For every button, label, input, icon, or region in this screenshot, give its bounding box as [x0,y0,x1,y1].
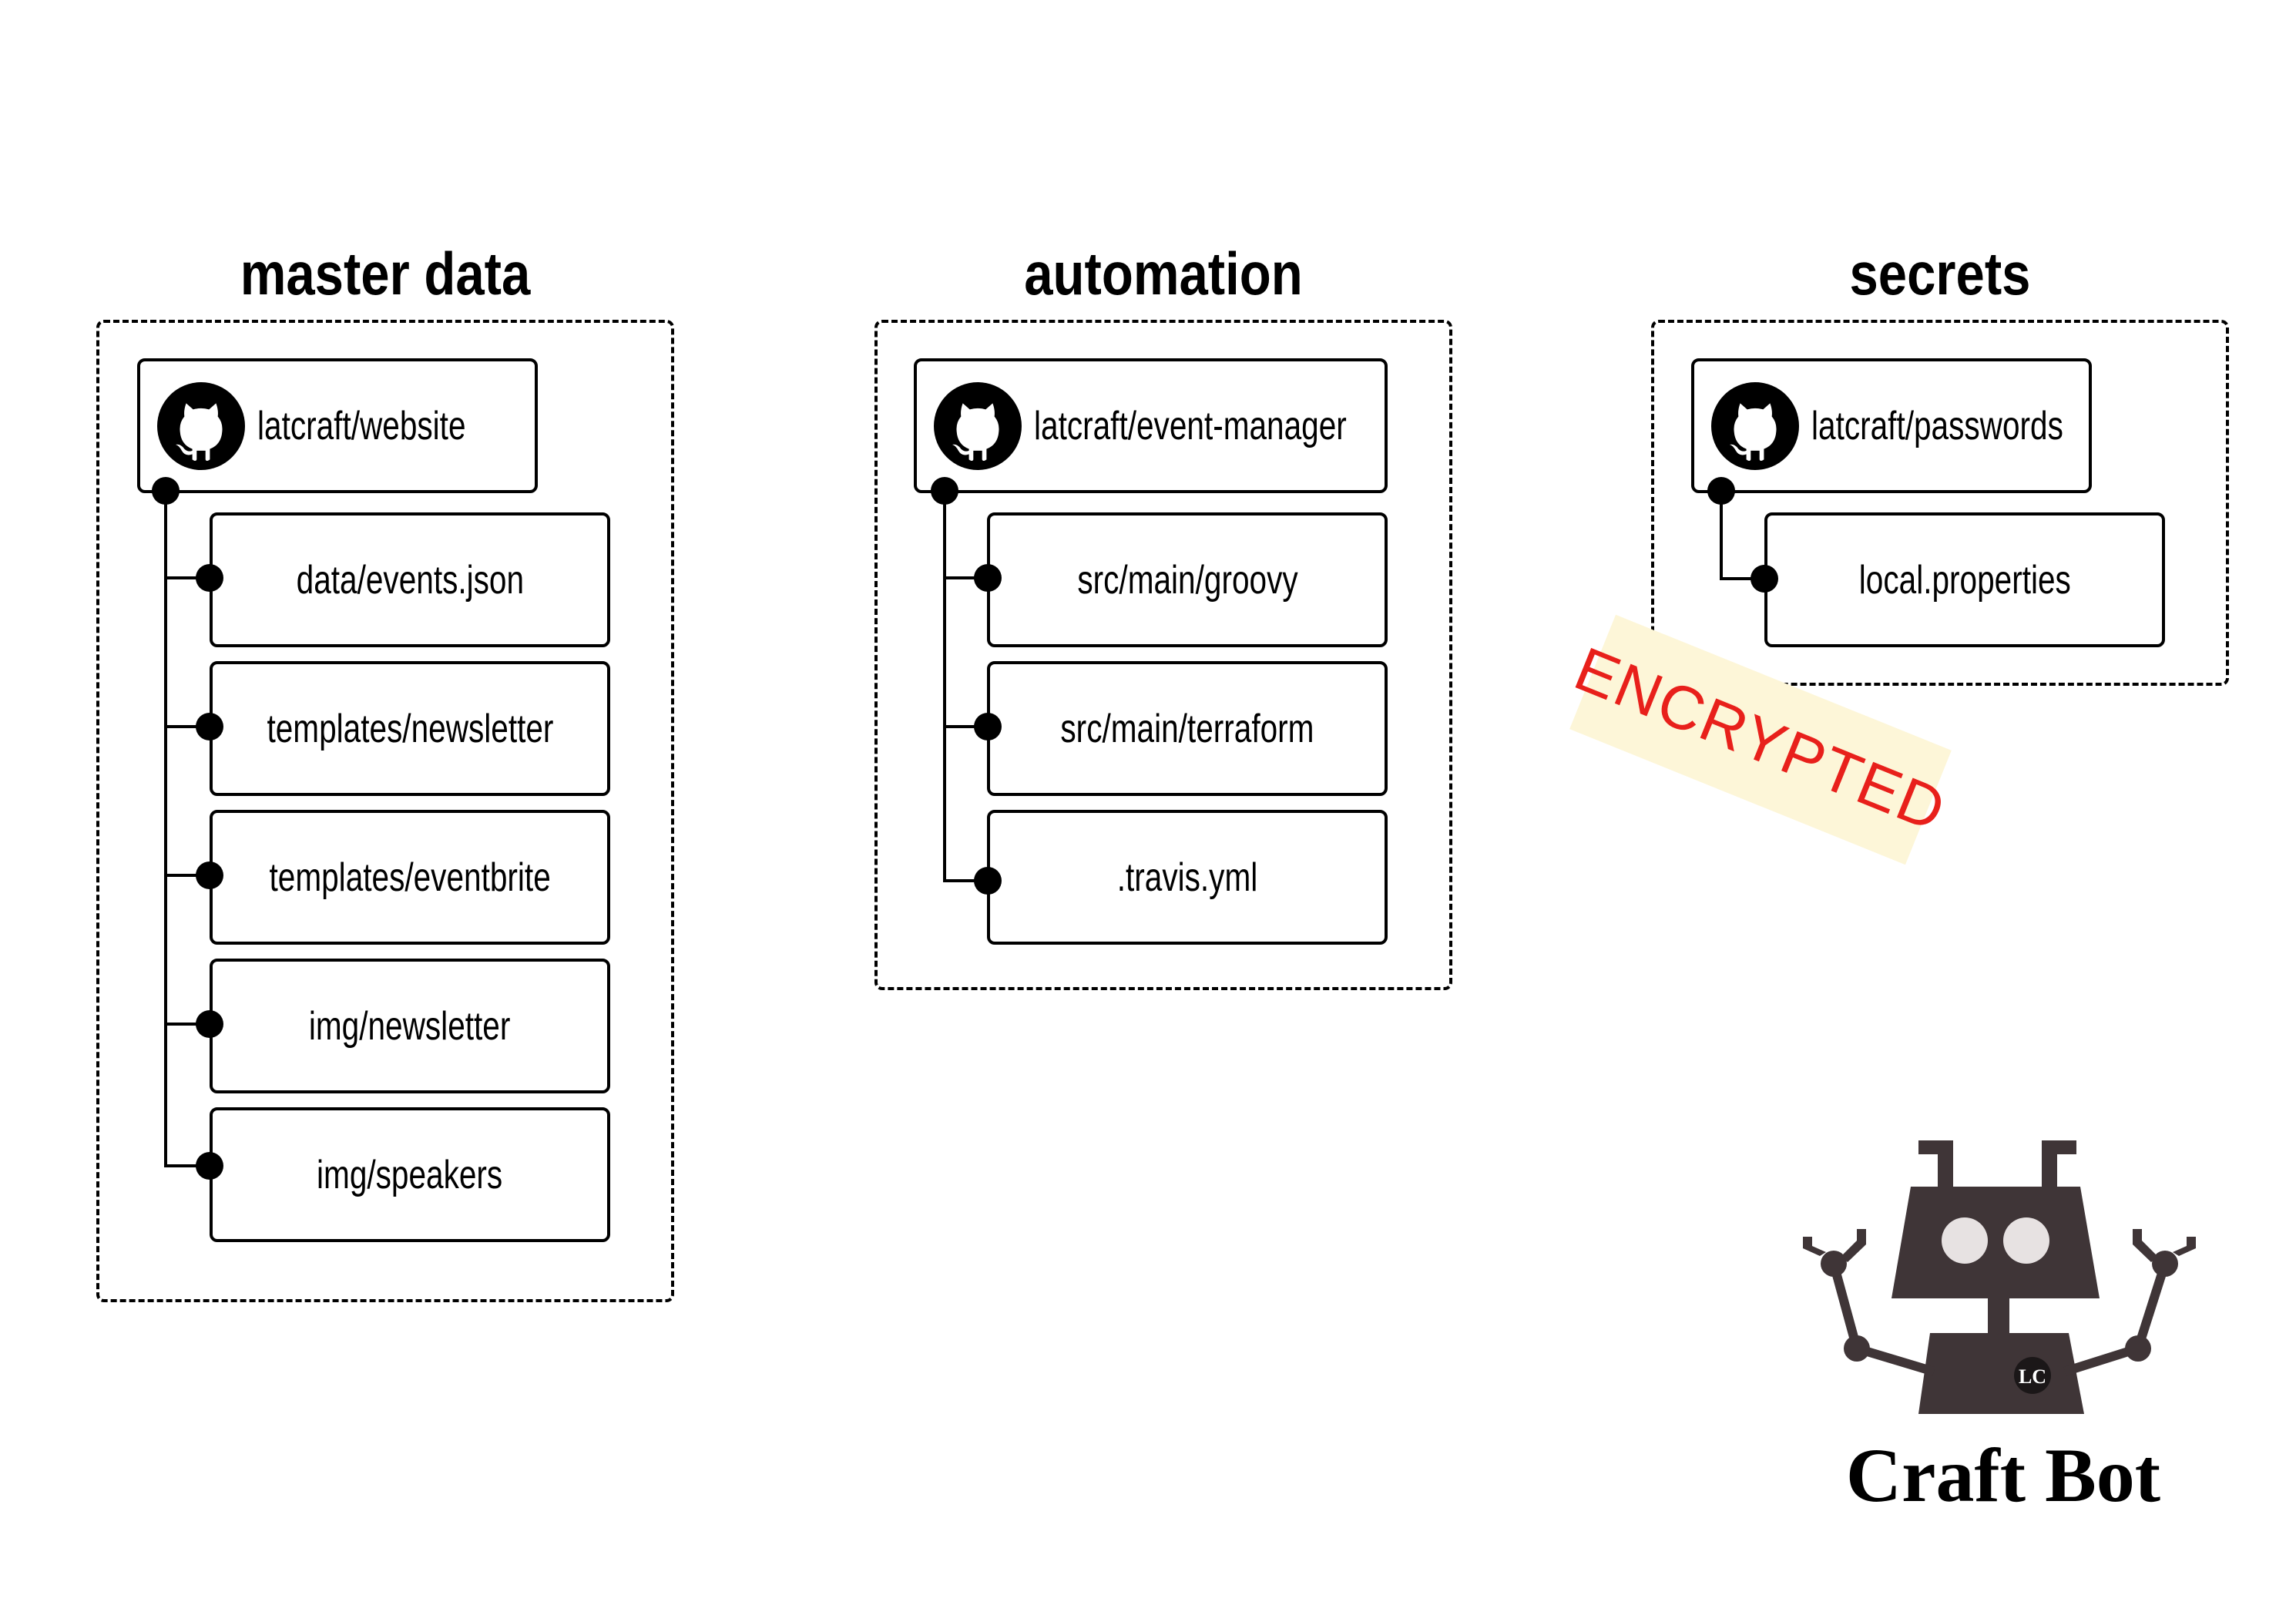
file-label: templates/eventbrite [269,855,551,900]
github-icon [157,381,245,470]
connector-dot [1751,565,1778,593]
file-label: .travis.yml [1116,855,1258,900]
tree-connector [164,491,167,1167]
tree-connector [943,491,946,882]
file-box-local-properties[interactable]: local.properties [1764,512,2165,647]
tree-connector [164,874,210,877]
file-label: img/speakers [317,1152,503,1197]
group-title-secrets: secrets [1849,240,2031,307]
file-label: templates/newsletter [267,706,553,751]
file-box-img-speakers[interactable]: img/speakers [210,1107,610,1242]
connector-dot [196,861,223,889]
repo-label: latcraft/event-manager [1034,403,1347,448]
connector-dot [1707,477,1735,505]
file-label: local.properties [1858,557,2071,603]
group-secrets [1651,320,2229,686]
repo-box-website[interactable]: latcraft/website [137,358,538,493]
connector-dot [196,713,223,740]
badge-text: LC [2019,1365,2046,1388]
group-automation [874,320,1452,990]
file-box-templates-eventbrite[interactable]: templates/eventbrite [210,810,610,945]
file-box-travis-yml[interactable]: .travis.yml [987,810,1388,945]
repo-box-passwords[interactable]: latcraft/passwords [1691,358,2092,493]
connector-dot [974,564,1002,592]
file-box-src-main-terraform[interactable]: src/main/terraform [987,661,1388,796]
tree-connector [164,1164,210,1167]
group-title-automation: automation [1024,240,1303,307]
connector-dot [931,477,958,505]
repo-box-event-manager[interactable]: latcraft/event-manager [914,358,1388,493]
repo-label: latcraft/website [257,403,466,448]
robot-logo-icon: LC [1803,1140,2196,1414]
tree-connector [943,879,989,882]
repo-label: latcraft/passwords [1811,403,2063,448]
file-box-templates-newsletter[interactable]: templates/newsletter [210,661,610,796]
tree-connector [1720,577,1766,580]
tree-connector [943,576,989,579]
tree-connector [164,576,210,579]
connector-dot [974,867,1002,895]
connector-dot [196,564,223,592]
file-box-img-newsletter[interactable]: img/newsletter [210,959,610,1093]
connector-dot [196,1010,223,1038]
file-label: data/events.json [296,557,524,603]
connector-dot [974,713,1002,740]
connector-dot [152,477,180,505]
file-box-events-json[interactable]: data/events.json [210,512,610,647]
group-master-data [96,320,674,1302]
group-title-master-data: master data [240,240,531,307]
file-box-src-main-groovy[interactable]: src/main/groovy [987,512,1388,647]
tree-connector [943,725,989,728]
logo-name: Craft Bot [1845,1432,2161,1518]
github-icon [1711,381,1799,470]
github-icon [934,381,1022,470]
connector-dot [196,1152,223,1180]
tree-connector [164,725,210,728]
file-label: img/newsletter [309,1003,511,1049]
tree-connector [1720,491,1723,580]
file-label: src/main/groovy [1076,557,1298,603]
file-label: src/main/terraform [1060,706,1314,751]
tree-connector [164,1023,210,1026]
